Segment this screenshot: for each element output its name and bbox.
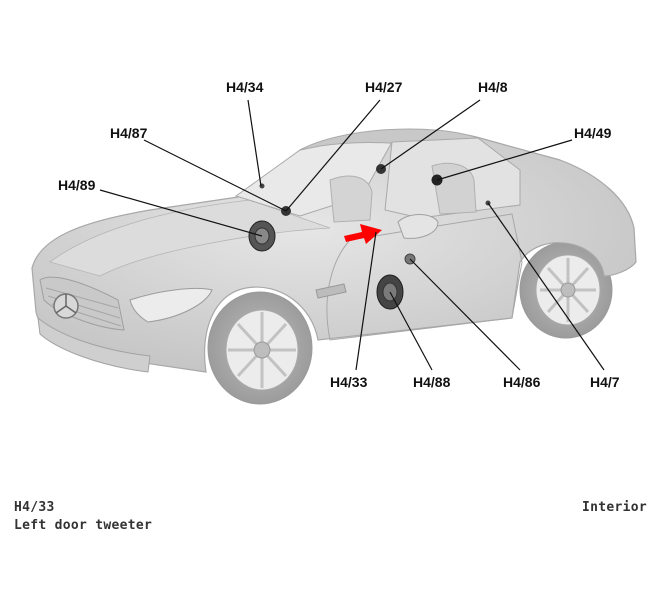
callout-h4-7: H4/7	[590, 374, 620, 390]
callout-h4-33: H4/33	[330, 374, 368, 390]
leader-line-h4-27	[285, 99, 381, 212]
callout-h4-89: H4/89	[58, 177, 96, 193]
callout-h4-88: H4/88	[413, 374, 451, 390]
callout-h4-34: H4/34	[226, 79, 264, 95]
side-vent	[315, 283, 347, 299]
leader-lines	[99, 99, 605, 371]
component-location: Interior	[581, 500, 647, 515]
mercedes-star-emblem	[53, 293, 79, 319]
component-code: H4/33	[14, 500, 55, 515]
leader-line-h4-87	[143, 139, 287, 212]
leader-line-h4-89	[99, 189, 263, 237]
component-description: Left door tweeter	[14, 518, 153, 533]
seat	[329, 175, 373, 223]
door	[326, 213, 523, 341]
leader-line-h4-34	[247, 99, 262, 187]
highlight-arrow	[344, 224, 382, 244]
headlight	[129, 288, 213, 323]
callout-h4-27: H4/27	[365, 79, 403, 95]
leader-line-h4-8	[380, 99, 481, 170]
leader-line-h4-33	[355, 231, 377, 371]
leader-line-h4-49	[436, 139, 573, 181]
front-bumper	[37, 316, 151, 373]
rear-wheel	[519, 241, 613, 339]
side-mirror	[397, 214, 439, 239]
callout-labels: H4/34 H4/27 H4/8 H4/87 H4/49 H4/89 H4/33…	[58, 79, 620, 390]
leader-line-h4-88	[389, 291, 433, 371]
car-illustration	[31, 128, 637, 405]
leader-line-h4-7	[487, 202, 605, 371]
callout-h4-86: H4/86	[503, 374, 541, 390]
hood	[49, 199, 331, 277]
callout-h4-49: H4/49	[574, 125, 612, 141]
seat	[431, 162, 477, 215]
front-wheel	[207, 291, 313, 405]
leader-line-h4-86	[409, 258, 521, 371]
callout-h4-87: H4/87	[110, 125, 148, 141]
callout-h4-8: H4/8	[478, 79, 508, 95]
